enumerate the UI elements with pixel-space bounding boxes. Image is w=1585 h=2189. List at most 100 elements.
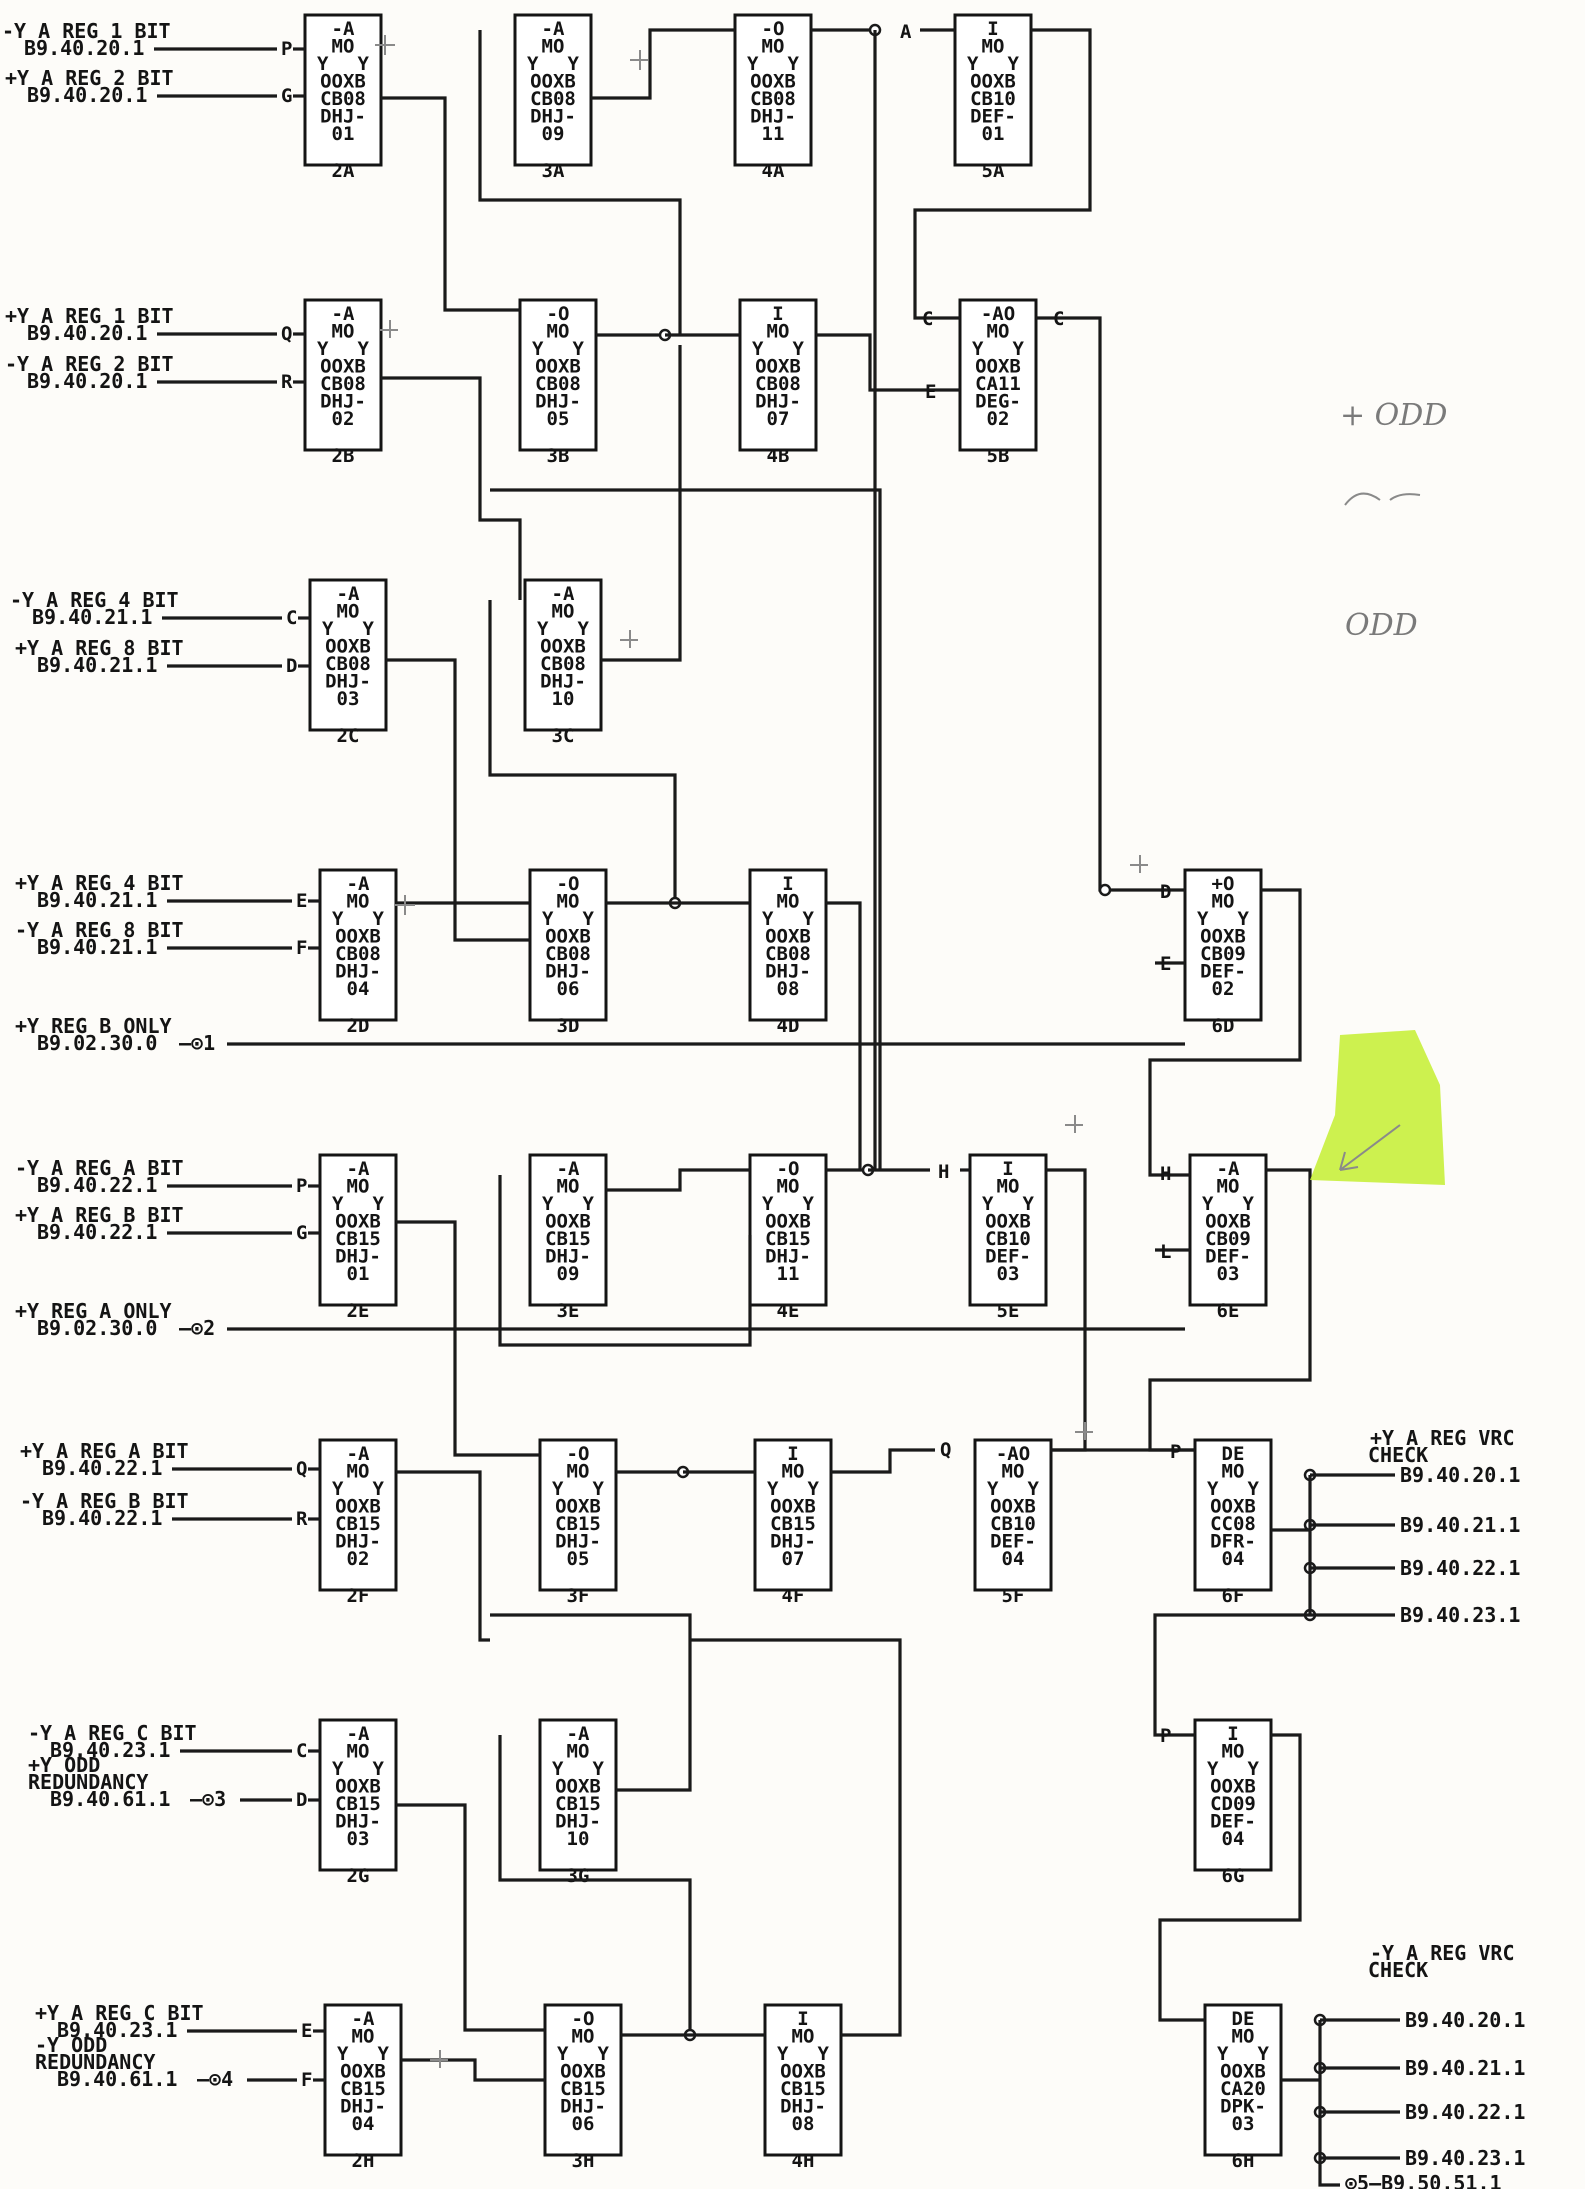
signal-tag: —⊙4 (197, 2067, 233, 2091)
block-code-line: OOXB (975, 356, 1021, 378)
block-code-line: CB15 (780, 2078, 826, 2100)
block-code-line: OOXB (335, 1211, 381, 1233)
pencil-plus-mark (1075, 1422, 1093, 1440)
block-location-label: 5F (1002, 1585, 1025, 1607)
signal-name: +Y A REG 4 BIT (15, 871, 184, 895)
block-code-line: Y (542, 1193, 554, 1215)
block-code-line: Y (583, 908, 595, 930)
block-code-line: Y (818, 2043, 830, 2065)
block-code-line: 06 (557, 978, 580, 1000)
signal-ref: B9.40.21.1 (37, 653, 157, 677)
wire (396, 1470, 490, 1642)
block-code-line: Y (317, 53, 329, 75)
block-frame (538, 1438, 618, 1592)
block-code-line: -A (332, 18, 355, 40)
signal-ref: B9.40.23.1 (50, 1738, 170, 1762)
block-location-label: 5E (997, 1300, 1020, 1322)
block-code-line: OOXB (545, 926, 591, 948)
block-code-line: CB15 (765, 1228, 811, 1250)
wire (381, 376, 522, 600)
block-frame (538, 1718, 618, 1872)
pencil-plus-mark (630, 50, 648, 70)
wire (1153, 1613, 1310, 1737)
block-code-line: Y (378, 2043, 390, 2065)
block-code-line: Y (332, 1478, 344, 1500)
block-code-line: DHJ- (555, 1811, 601, 1833)
block-location-label: 3G (567, 1865, 590, 1887)
block-code-line: -A (542, 18, 565, 40)
block-code-line: Y (762, 908, 774, 930)
block-code-line: OOXB (560, 2061, 606, 2083)
pin-label: C (1053, 308, 1064, 330)
signal-ref: B9.40.20.1 (27, 369, 147, 393)
signal-tag: —⊙3 (190, 1787, 226, 1811)
wire (490, 1613, 692, 1792)
block-frame (318, 1438, 398, 1592)
block-code-line: OOXB (770, 1496, 816, 1518)
block-frame (303, 13, 383, 167)
block-code-line: Y (373, 1758, 385, 1780)
block-code-line: CB10 (990, 1513, 1036, 1535)
wire (498, 1175, 752, 1347)
block-code-line: Y (337, 2043, 349, 2065)
block-location-label: 5A (982, 160, 1005, 182)
pin-label: D (286, 655, 297, 677)
block-code-line: 04 (1002, 1548, 1025, 1570)
block-frame (968, 1153, 1048, 1307)
block-code-line: DHJ- (545, 961, 591, 983)
block-frame (738, 298, 818, 452)
block-location-label: 3D (557, 1015, 580, 1037)
block-location-label: 6G (1222, 1865, 1245, 1887)
block-code-line: Y (373, 908, 385, 930)
signal-ref: B9.40.22.1 (42, 1506, 162, 1530)
signal-ref: B9.40.21.1 (37, 935, 157, 959)
block-code-line: DFR- (1210, 1531, 1256, 1553)
block-code-line: DEF- (970, 106, 1016, 128)
block-code-line: 08 (777, 978, 800, 1000)
signal-name: +Y REG A ONLY (15, 1299, 172, 1323)
pin-label: P (1170, 1441, 1181, 1463)
block-location-label: 3C (552, 725, 575, 747)
output-ref: B9.40.23.1 (1400, 1603, 1520, 1627)
block-frame (318, 1153, 398, 1307)
block-code-line: 09 (542, 123, 565, 145)
block-code-line: DEF- (985, 1246, 1031, 1268)
wire (913, 28, 1092, 320)
wire (478, 30, 682, 335)
block-code-line: CB08 (545, 943, 591, 965)
output-name: +Y A REG VRC (1370, 1426, 1515, 1450)
block-code-line: DHJ- (540, 671, 586, 693)
signal-ref: B9.40.22.1 (37, 1220, 157, 1244)
block-code-line: 03 (997, 1263, 1020, 1285)
output-ref: B9.40.21.1 (1405, 2056, 1525, 2080)
block-code-line: -A (567, 1723, 590, 1745)
arrow-icon (1339, 1124, 1401, 1171)
signal-name: -Y A REG A BIT (15, 1156, 184, 1180)
block-code-line: -AO (981, 303, 1015, 325)
block-code-line: DEF- (1205, 1246, 1251, 1268)
block-code-line: 11 (777, 1263, 800, 1285)
block-code-line: I (1227, 1723, 1238, 1745)
block-code-line: OOXB (765, 926, 811, 948)
block-location-label: 2F (347, 1585, 370, 1607)
block-code-line: OOXB (545, 1211, 591, 1233)
block-code-line: Y (358, 338, 370, 360)
block-location-label: 3H (572, 2150, 595, 2172)
block-code-line: +O (1212, 873, 1235, 895)
block-code-line: 03 (1217, 1263, 1240, 1285)
block-code-line: MO (1002, 1461, 1025, 1483)
wire (690, 1638, 902, 2037)
block-frame (763, 2003, 843, 2157)
block-code-line: CB15 (335, 1513, 381, 1535)
pencil-scribble (1344, 492, 1421, 506)
block-code-line: OOXB (755, 356, 801, 378)
block-code-line: CB15 (335, 1228, 381, 1250)
block-code-line: MO (1222, 1741, 1245, 1763)
